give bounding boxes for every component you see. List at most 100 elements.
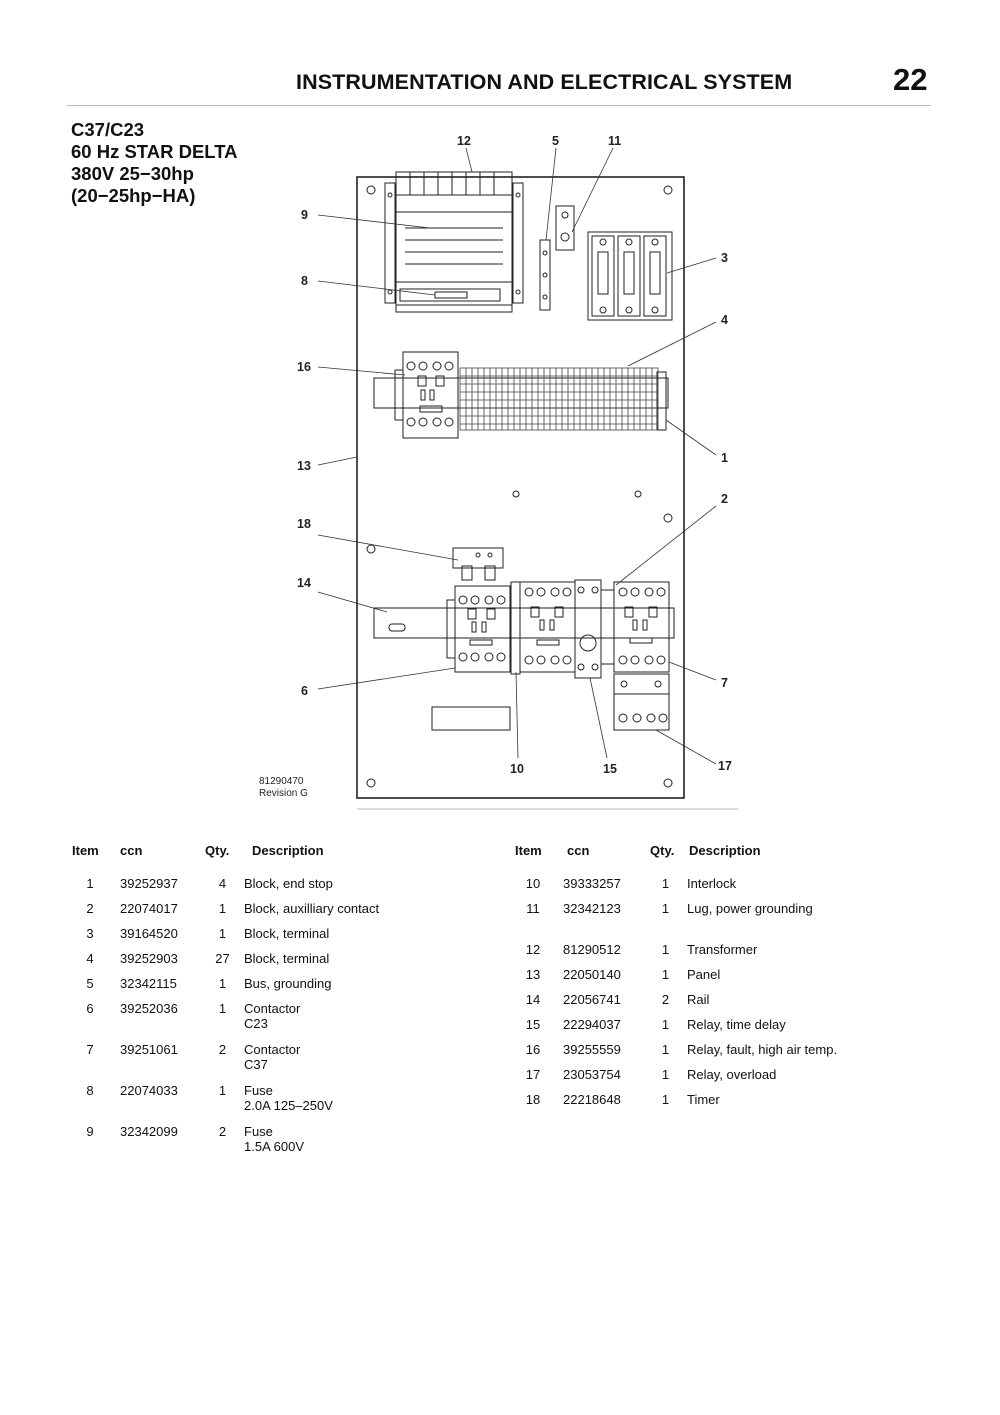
callout-label: 11 [608,134,621,148]
grounding-bus [539,239,551,311]
qty-cell: 1 [661,1092,670,1107]
page-number: 22 [893,62,928,97]
item-cell: 2 [86,901,94,916]
ccn-cell: 32342099 [120,1124,178,1139]
qty-cell: 2 [218,1124,227,1139]
item-cell: 15 [525,1017,541,1032]
item-cell: 10 [525,876,541,891]
ccn-cell: 81290512 [563,942,621,957]
description-line: Contactor [244,1001,301,1016]
column-header-item: Item [515,843,542,858]
description-cell: Bus, grounding [244,976,392,991]
callout-label: 17 [718,759,732,773]
grounding-lug [555,205,575,251]
ccn-cell: 22218648 [563,1092,621,1107]
qty-cell: 1 [661,1042,670,1057]
description-line: C23 [244,1016,268,1031]
item-cell: 7 [86,1042,94,1057]
qty-cell: 1 [218,926,227,941]
ccn-cell: 39252937 [120,876,178,891]
ccn-cell: 32342123 [563,901,621,916]
qty-cell: 1 [661,876,670,891]
callout-label: 8 [301,274,308,288]
ccn-cell: 32342115 [120,976,177,991]
callout-label: 15 [603,762,617,776]
callout-label: 4 [721,313,728,327]
item-cell: 11 [526,901,540,916]
callout-label: 9 [301,208,308,222]
panel-outline [356,176,685,799]
qty-cell: 1 [661,967,670,982]
item-cell: 16 [525,1042,541,1057]
callout-label: 6 [301,684,308,698]
contactor-c37 [600,581,670,673]
callout-label: 2 [721,492,728,506]
model-line: 380V 25−30hp [71,163,194,184]
transformer [384,171,524,313]
model-line: (20−25hp−HA) [71,185,196,206]
model-line: C37/C23 [71,119,145,140]
item-cell: 17 [525,1067,541,1082]
description-cell: Lug, power grounding [687,901,813,916]
callout-label: 5 [552,134,559,148]
callout-label: 18 [297,517,311,531]
model-heading: C37/C23 60 Hz STAR DELTA 380V 25−30hp (2… [71,119,238,207]
ccn-cell: 22050140 [563,967,621,982]
end-stop-block [656,371,667,431]
column-header-ccn: ccn [120,843,143,858]
description-cell: Block, end stop [244,876,392,891]
electrical-panel-diagram: 12 5 11 9 3 8 4 16 1 13 2 18 14 6 7 10 1… [259,134,738,810]
description-line: 1.5A 600V [244,1139,304,1154]
overload-relay [613,673,670,731]
table-header-row: Item ccn Qty. Description [515,843,855,863]
item-cell: 9 [86,1124,94,1139]
description-cell: Relay, time delay [687,1017,786,1032]
description-line: 2.0A 125–250V [244,1098,333,1113]
ccn-cell: 22294037 [563,1017,621,1032]
ccn-cell: 22056741 [563,992,621,1007]
ccn-cell: 39251061 [120,1042,178,1057]
terminal-block [587,231,673,321]
contactor-c37 [519,581,576,673]
item-cell: 14 [525,992,541,1007]
column-header-qty: Qty. [650,843,675,858]
interlock [510,581,521,675]
ccn-cell: 39164520 [120,926,178,941]
qty-cell: 27 [215,951,230,966]
timer [452,547,504,581]
description-line: Fuse [244,1124,273,1139]
item-cell: 6 [86,1001,94,1016]
item-cell: 13 [525,967,541,982]
description-cell: Relay, fault, high air temp. [687,1042,838,1057]
model-line: 60 Hz STAR DELTA [71,141,238,162]
qty-cell: 1 [218,976,227,991]
description-line: Block, terminal [244,951,330,966]
description-cell: Timer [687,1092,720,1107]
qty-cell: 1 [218,1001,227,1016]
callout-label: 16 [297,360,311,374]
column-header-description: Description [689,843,761,858]
description-line: Bus, grounding [244,976,332,991]
description-line: Block, auxilliary contact [244,901,380,916]
qty-cell: 1 [661,1067,670,1082]
page-title: INSTRUMENTATION AND ELECTRICAL SYSTEM [296,70,793,94]
qty-cell: 4 [218,876,227,891]
description-cell: Block, auxilliary contact [244,901,392,916]
